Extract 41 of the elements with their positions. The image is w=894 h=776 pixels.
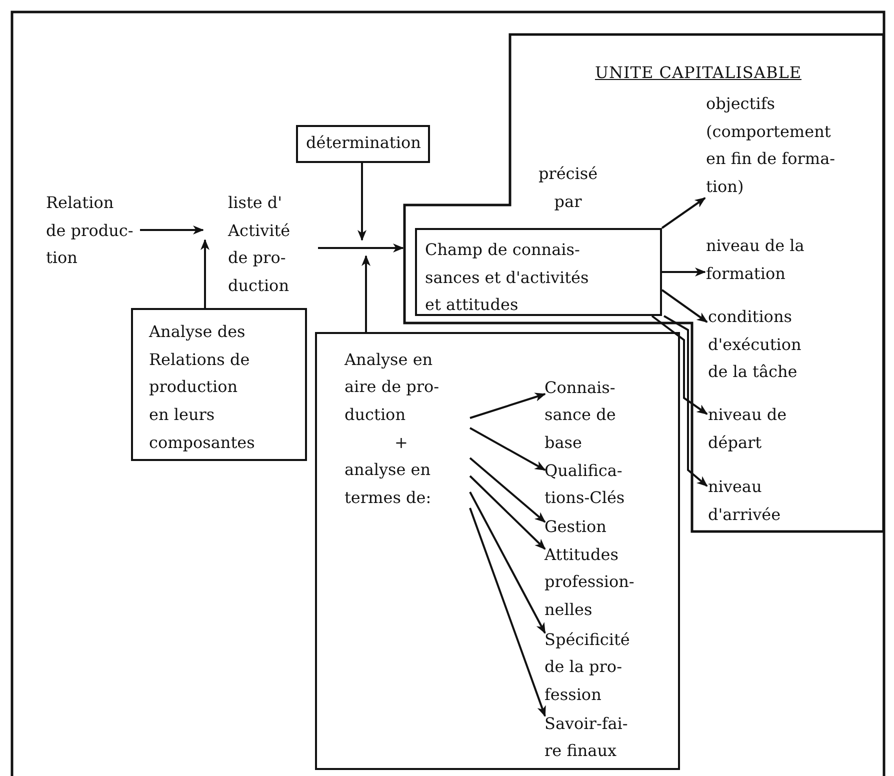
process-box (296, 125, 430, 163)
arrow (664, 315, 708, 487)
arrow (469, 475, 546, 550)
text-label: Gestion (544, 512, 644, 540)
arrow (469, 457, 546, 523)
text-label: Analyse en aire de pro- duction (344, 348, 440, 426)
text-label: Qualifica- tions-Clés (544, 456, 662, 512)
text-label: liste d' Activité de pro- duction (203, 189, 314, 301)
text-label: Relation de produc- tion (46, 189, 136, 273)
text-label: objectifs (comportement en fin de forma- tion) (706, 90, 850, 205)
unit-title: UNITE CAPITALISABLE (595, 62, 802, 84)
text-label: niveau d'arrivée (708, 473, 802, 529)
arrow (662, 268, 706, 276)
process-box (131, 308, 307, 461)
text-label: conditions d'exécution de la tâche (708, 303, 820, 387)
text-label: Spécificité de la pro- fession (544, 626, 644, 710)
arrow (318, 244, 404, 252)
arrow (470, 427, 546, 471)
process-box (315, 332, 680, 770)
text-label: analyse en termes de: (344, 459, 432, 510)
box-text: Champ de connais- sances et d'activités et attitudes (425, 239, 590, 316)
arrow (469, 508, 546, 717)
text-label: Savoir-fai- re finaux (544, 710, 656, 766)
arrow (661, 289, 708, 323)
box-text: détermination (306, 132, 420, 154)
arrow (358, 163, 366, 241)
text-label: Attitudes profession- nelles (544, 540, 662, 624)
process-box (415, 228, 662, 316)
arrow (651, 315, 708, 415)
text-label: Connais- sance de base (544, 374, 656, 458)
arrow (200, 239, 210, 308)
arrow (140, 226, 204, 234)
annotation-text: précisé par (537, 163, 599, 213)
box-text: Analyse des Relations de production en leurs composantes (149, 321, 256, 454)
arrow (470, 392, 546, 419)
arrow (469, 492, 546, 634)
arrow (362, 255, 370, 332)
text-label: niveau de départ (708, 401, 810, 457)
text-label: + (394, 432, 408, 454)
arrow (661, 197, 706, 229)
text-label: niveau de la formation (706, 232, 831, 288)
